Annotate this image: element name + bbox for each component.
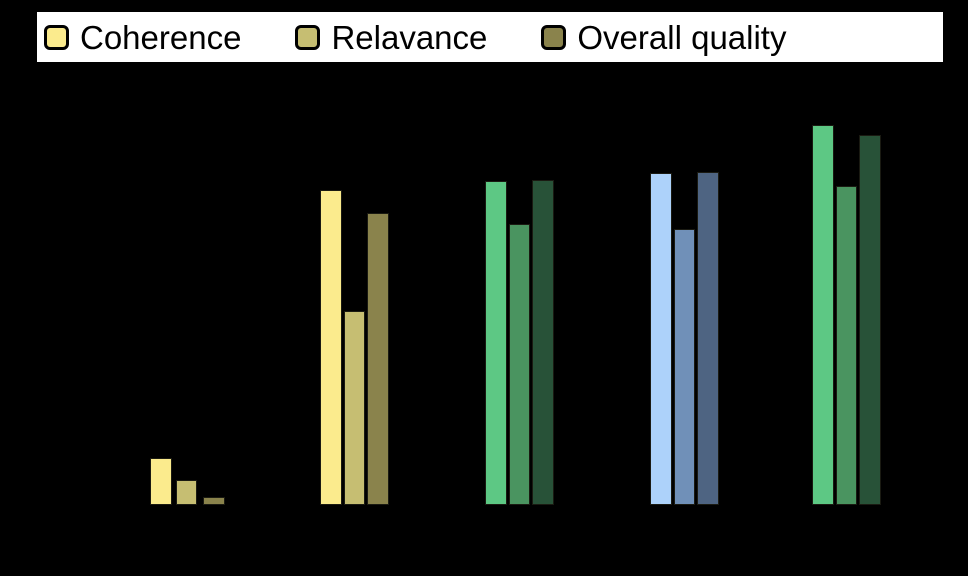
legend-entry-relavance: Relavance: [295, 12, 487, 62]
bar-group-5-coherence: [812, 125, 834, 505]
bar-group-3-overall-quality: [532, 180, 554, 505]
bar-group-3-relavance: [509, 224, 530, 505]
bar-group-3-coherence: [485, 181, 507, 505]
bar-group-5-overall-quality: [859, 135, 881, 505]
bar-group-1-overall-quality: [203, 497, 225, 505]
chart-legend: Coherence Relavance Overall quality: [37, 12, 943, 62]
bar-group-2-relavance: [344, 311, 365, 505]
legend-label-coherence: Coherence: [80, 18, 242, 56]
legend-entry-coherence: Coherence: [44, 12, 241, 62]
legend-swatch-relavance: [295, 24, 321, 50]
bar-group-4-coherence: [650, 173, 672, 505]
legend-swatch-overall-quality: [541, 24, 567, 50]
bar-group-1-relavance: [176, 480, 197, 505]
legend-swatch-coherence: [44, 24, 69, 50]
bar-group-1-coherence: [150, 458, 172, 505]
legend-label-overall-quality: Overall quality: [577, 18, 787, 56]
bar-group-2-coherence: [320, 190, 342, 505]
legend-entry-overall-quality: Overall quality: [541, 12, 786, 62]
legend-label-relavance: Relavance: [331, 18, 488, 56]
bar-group-2-overall-quality: [367, 213, 389, 505]
bar-group-4-relavance: [674, 229, 695, 505]
bar-group-5-relavance: [836, 186, 857, 505]
bar-group-4-overall-quality: [697, 172, 719, 505]
